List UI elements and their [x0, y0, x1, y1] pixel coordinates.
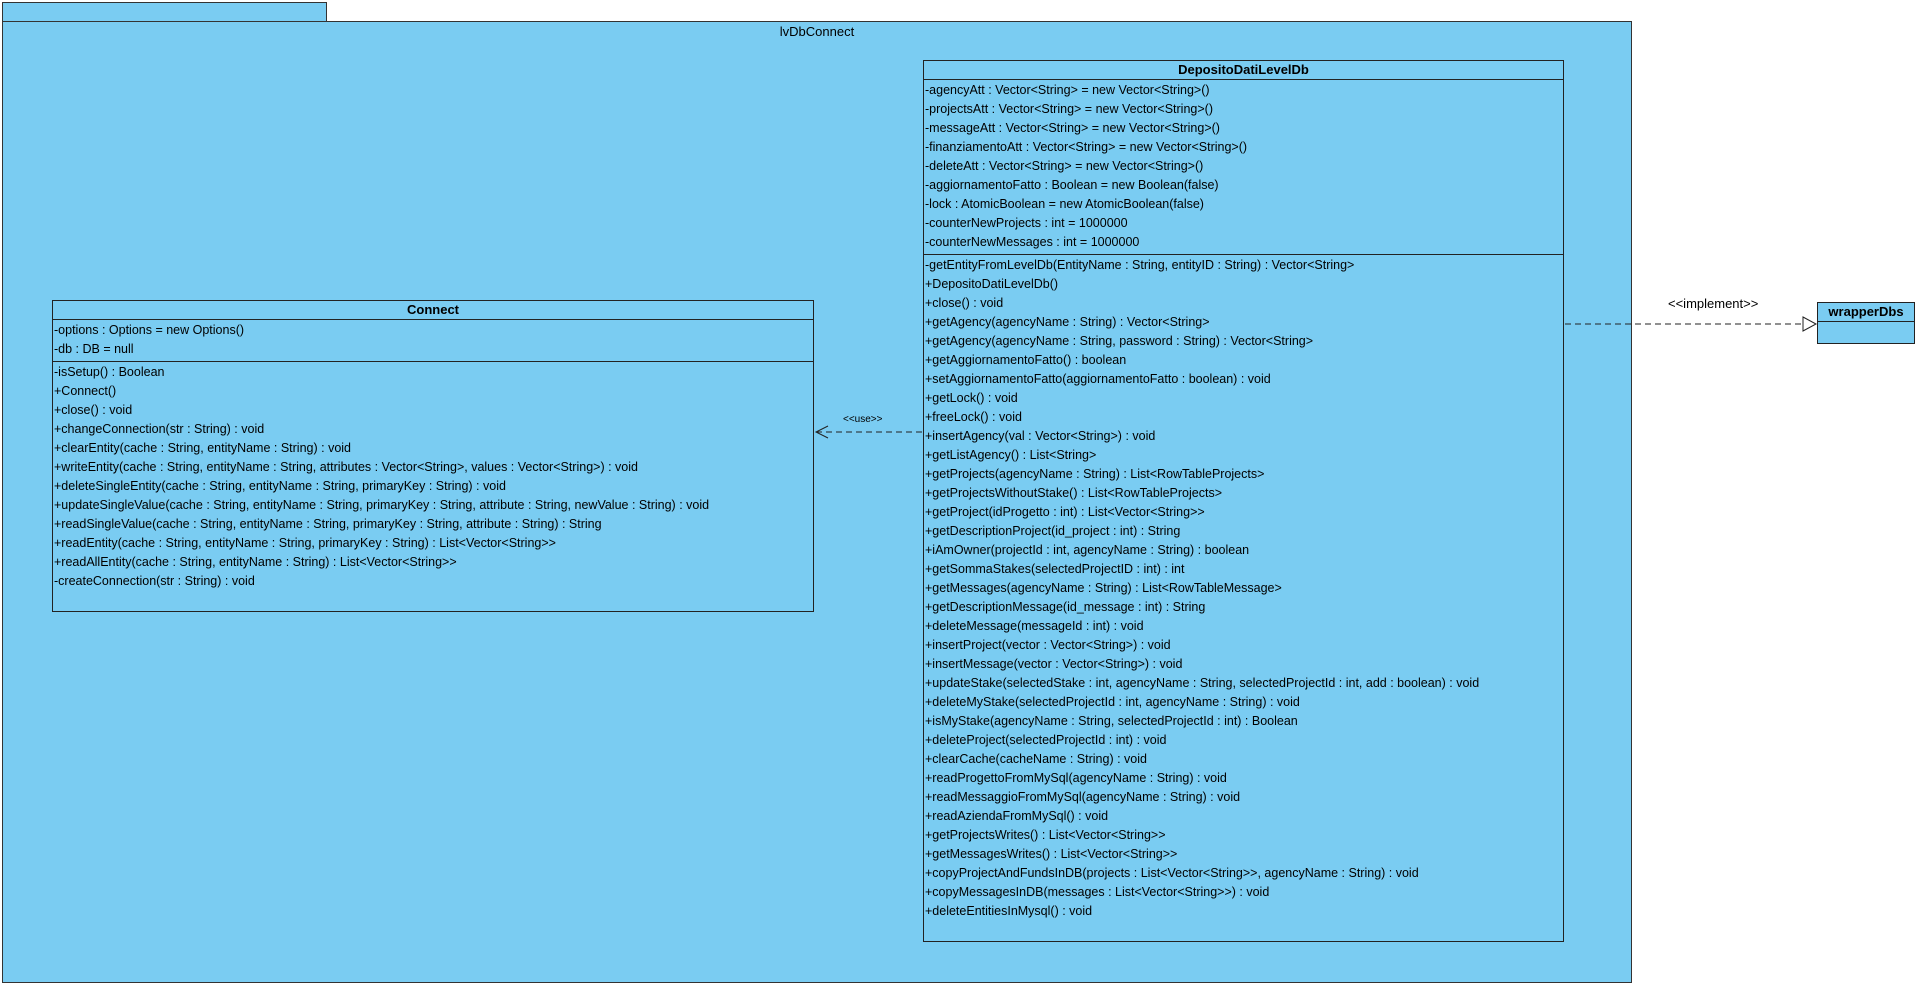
operation-item: -getEntityFromLevelDb(EntityName : Strin… — [925, 258, 1355, 272]
operation-item: +setAggiornamentoFatto(aggiornamentoFatt… — [925, 372, 1271, 386]
attribute-item: -messageAtt : Vector<String> = new Vecto… — [925, 121, 1220, 135]
operation-item: +getSommaStakes(selectedProjectID : int)… — [925, 562, 1185, 576]
operation-item: +getListAgency() : List<String> — [925, 448, 1097, 462]
operation-item: +getDescriptionMessage(id_message : int)… — [925, 600, 1206, 614]
operation-item: +getAgency(agencyName : String) : Vector… — [925, 315, 1210, 329]
use-label: <<use>> — [843, 414, 883, 425]
operation-item: +insertMessage(vector : Vector<String>) … — [925, 657, 1183, 671]
operation-item: +getAgency(agencyName : String, password… — [925, 334, 1314, 348]
operation-item: +readAziendaFromMySql() : void — [925, 809, 1109, 823]
operation-item: +getProjects(agencyName : String) : List… — [925, 467, 1265, 481]
operation-item: +clearCache(cacheName : String) : void — [925, 752, 1147, 766]
operation-item: +readProgettoFromMySql(agencyName : Stri… — [925, 771, 1227, 785]
operation-item: +getMessages(agencyName : String) : List… — [925, 581, 1282, 595]
operation-item: +updateStake(selectedStake : int, agency… — [925, 676, 1480, 690]
operation-item: +insertProject(vector : Vector<String>) … — [925, 638, 1171, 652]
attribute-item: -counterNewProjects : int = 1000000 — [925, 216, 1128, 230]
attributes-compartment: -agencyAtt : Vector<String> = new Vector… — [924, 80, 1563, 255]
operation-item: +close() : void — [925, 296, 1004, 310]
implement-arrowhead — [1802, 316, 1818, 332]
class-name: Connect — [53, 301, 813, 320]
operation-item: +readEntity(cache : String, entityName :… — [54, 536, 556, 550]
implement-label: <<implement>> — [1668, 296, 1759, 311]
class-deposito-dati-level-db[interactable]: DepositoDatiLevelDb -agencyAtt : Vector<… — [923, 60, 1564, 942]
operation-item: +writeEntity(cache : String, entityName … — [54, 460, 638, 474]
operation-item: +clearEntity(cache : String, entityName … — [54, 441, 351, 455]
operation-item: +deleteSingleEntity(cache : String, enti… — [54, 479, 506, 493]
operation-item: +getLock() : void — [925, 391, 1018, 405]
attribute-item: -counterNewMessages : int = 1000000 — [925, 235, 1140, 249]
operation-item: +deleteMyStake(selectedProjectId : int, … — [925, 695, 1300, 709]
operation-item: +deleteMessage(messageId : int) : void — [925, 619, 1144, 633]
operation-item: +getAggiornamentoFatto() : boolean — [925, 353, 1127, 367]
operation-item: +iAmOwner(projectId : int, agencyName : … — [925, 543, 1250, 557]
operation-item: +deleteProject(selectedProjectId : int) … — [925, 733, 1167, 747]
package-title: lvDbConnect — [779, 24, 855, 39]
operations-compartment: -getEntityFromLevelDb(EntityName : Strin… — [924, 255, 1563, 923]
attribute-item: -deleteAtt : Vector<String> = new Vector… — [925, 159, 1204, 173]
class-name: DepositoDatiLevelDb — [924, 61, 1563, 80]
attributes-compartment: -options : Options = new Options() -db : … — [53, 320, 813, 362]
operation-item: +readAllEntity(cache : String, entityNam… — [54, 555, 457, 569]
attribute-item: -options : Options = new Options() — [54, 323, 245, 337]
class-wrapper-dbs[interactable]: wrapperDbs — [1817, 302, 1915, 344]
operation-item: +getDescriptionProject(id_project : int)… — [925, 524, 1181, 538]
operation-item: +readSingleValue(cache : String, entityN… — [54, 517, 602, 531]
operation-item: +insertAgency(val : Vector<String>) : vo… — [925, 429, 1156, 443]
attribute-item: -projectsAtt : Vector<String> = new Vect… — [925, 102, 1213, 116]
operations-compartment: -isSetup() : Boolean +Connect() +close() :… — [53, 362, 813, 593]
attribute-item: -lock : AtomicBoolean = new AtomicBoolea… — [925, 197, 1204, 211]
operation-item: +deleteEntitiesInMysql() : void — [925, 904, 1093, 918]
attribute-item: -db : DB = null — [54, 342, 134, 356]
class-connect[interactable]: Connect -options : Options = new Options… — [52, 300, 814, 612]
package-tab — [2, 2, 327, 22]
operation-item: +copyMessagesInDB(messages : List<Vector… — [925, 885, 1270, 899]
operation-item: +DepositoDatiLevelDb() — [925, 277, 1059, 291]
attribute-item: -finanziamentoAtt : Vector<String> = new… — [925, 140, 1248, 154]
operation-item: +getMessagesWrites() : List<Vector<Strin… — [925, 847, 1178, 861]
operation-item: +copyProjectAndFundsInDB(projects : List… — [925, 866, 1419, 880]
operation-item: +getProjectsWithoutStake() : List<RowTab… — [925, 486, 1223, 500]
attribute-item: -aggiornamentoFatto : Boolean = new Bool… — [925, 178, 1219, 192]
operation-item: +Connect() — [54, 384, 117, 398]
operation-item: +getProjectsWrites() : List<Vector<Strin… — [925, 828, 1166, 842]
operation-item: +updateSingleValue(cache : String, entit… — [54, 498, 710, 512]
operation-item: +changeConnection(str : String) : void — [54, 422, 265, 436]
operation-item: +readMessaggioFromMySql(agencyName : Str… — [925, 790, 1241, 804]
operation-item: +isMyStake(agencyName : String, selected… — [925, 714, 1298, 728]
operation-item: +getProject(idProgetto : int) : List<Vec… — [925, 505, 1205, 519]
operation-item: -createConnection(str : String) : void — [54, 574, 255, 588]
operation-item: +freeLock() : void — [925, 410, 1022, 424]
class-name: wrapperDbs — [1818, 303, 1914, 322]
operation-item: -isSetup() : Boolean — [54, 365, 165, 379]
operation-item: +close() : void — [54, 403, 133, 417]
attribute-item: -agencyAtt : Vector<String> = new Vector… — [925, 83, 1210, 97]
